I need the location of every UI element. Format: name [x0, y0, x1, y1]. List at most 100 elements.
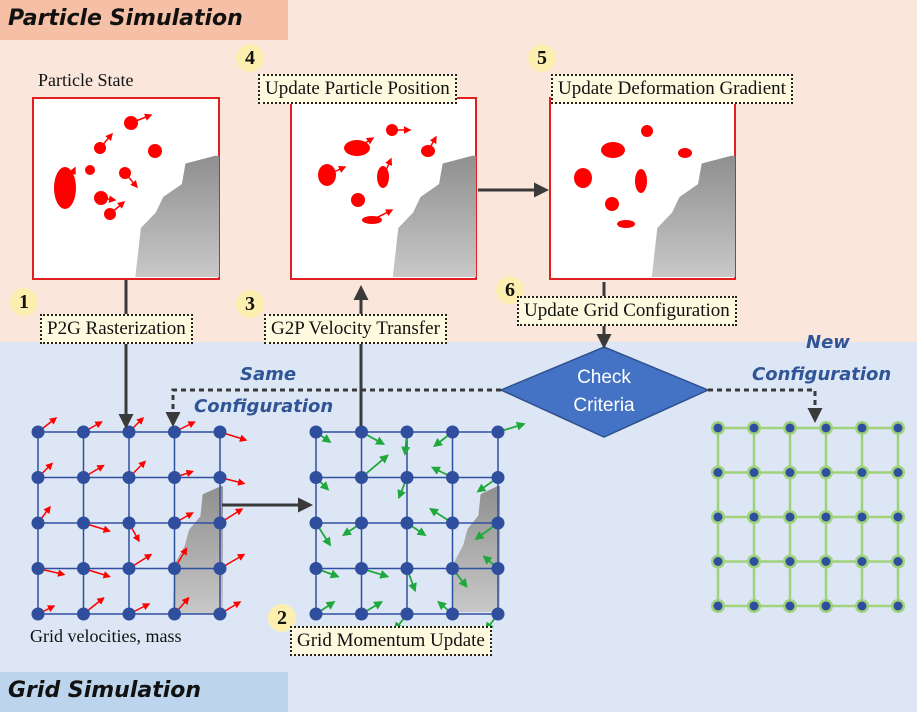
- state-velocity-arrow-2: [99, 132, 113, 149]
- momentum-grid-node-12: [355, 516, 368, 530]
- momentum-grid-node-3: [400, 425, 414, 439]
- step-3-badge: 3: [236, 290, 264, 318]
- velocity-grid-node-13: [122, 516, 136, 530]
- new-configuration-grid-node-15: [785, 512, 795, 522]
- check-criteria-line-1: Check: [577, 367, 631, 388]
- deformed-particle-4: [574, 168, 592, 188]
- new-configuration-line-2: Configuration: [752, 364, 892, 385]
- check-criteria-line-2: Criteria: [573, 395, 635, 416]
- new-configuration-grid-node-19: [713, 557, 723, 566]
- new-configuration-grid-node-24: [893, 557, 903, 566]
- step-5-label: Update Deformation Gradient: [551, 74, 793, 104]
- momentum-grid-node-1: [309, 425, 323, 439]
- momentum-grid-node-4: [446, 425, 459, 439]
- velocity-grid-node-21: [31, 607, 45, 621]
- velocity-grid-node-20: [213, 562, 227, 575]
- momentum-grid-node-15: [491, 516, 505, 530]
- deformed-particle-3: [678, 148, 692, 158]
- momentum-grid-node-8: [400, 471, 414, 484]
- velocity-grid-node-3: [122, 425, 136, 439]
- new-configuration-grid-node-14: [749, 512, 759, 522]
- state-velocity-arrow-5: [100, 195, 117, 203]
- step-2-label: Grid Momentum Update: [290, 626, 492, 656]
- velocity-grid-node-4: [168, 425, 181, 439]
- step-3-label: G2P Velocity Transfer: [264, 314, 447, 344]
- momentum-grid-node-13: [400, 516, 414, 530]
- new-configuration-grid-node-29: [857, 601, 867, 611]
- same-configuration-line-1: Same: [240, 364, 297, 385]
- velocity-grid-node-12: [77, 516, 90, 530]
- velocity-grid-node-1: [31, 425, 45, 439]
- new-configuration-grid-node-9: [785, 468, 795, 477]
- momentum-grid-node-20: [491, 562, 505, 575]
- new-configuration-grid-node-8: [749, 468, 759, 477]
- same-configuration-line-2: Configuration: [194, 396, 334, 417]
- momentum-grid-node-23: [400, 607, 414, 621]
- particle-simulation-header: Particle Simulation: [0, 0, 288, 40]
- velocity-grid-node-23: [122, 607, 136, 621]
- momentum-grid-node-10: [491, 471, 505, 484]
- grid-momentum-terrain: [451, 486, 500, 612]
- velocity-grid-node-9: [168, 471, 181, 484]
- moved-velocity-arrow-5: [382, 157, 392, 178]
- state-velocity-arrow-6: [124, 172, 138, 189]
- new-configuration-grid-node-6: [893, 423, 903, 433]
- momentum-grid-node-24: [446, 607, 459, 621]
- grid-caption: Grid velocities, mass: [30, 626, 182, 646]
- check-criteria-diamond: [499, 346, 710, 438]
- velocity-grid-node-5: [213, 425, 227, 439]
- grid-simulation-header: Grid Simulation: [0, 672, 288, 712]
- step-5-badge: 5: [528, 44, 556, 72]
- new-configuration-grid-node-4: [821, 423, 831, 433]
- velocity-grid-node-19: [168, 562, 181, 575]
- momentum-grid-node-17: [355, 562, 368, 575]
- step-1-label: P2G Rasterization: [40, 314, 193, 344]
- moved-velocity-arrow-4: [427, 135, 437, 152]
- state-particle-4: [148, 144, 162, 158]
- moved-velocity-arrow-7: [371, 209, 394, 221]
- state-velocity-arrow-1: [64, 166, 76, 189]
- velocity-grid-node-10: [213, 471, 227, 484]
- new-configuration-line-1: New: [806, 332, 850, 353]
- velocity-grid-node-2: [77, 425, 90, 439]
- moved-velocity-arrow-1: [326, 166, 347, 176]
- momentum-grid-node-21: [309, 607, 323, 621]
- new-configuration-grid-node-25: [713, 601, 723, 611]
- moved-velocity-arrow-2: [356, 137, 375, 149]
- velocity-grid-node-18: [122, 562, 136, 575]
- particle-position-panel-terrain: [392, 155, 476, 277]
- new-configuration-grid-node-27: [785, 601, 795, 611]
- arrow-new-configuration: [708, 388, 823, 423]
- momentum-grid-node-16: [309, 562, 323, 575]
- momentum-grid-node-7: [355, 471, 368, 484]
- velocity-grid-node-25: [213, 607, 227, 621]
- new-configuration-grid-node-10: [821, 468, 831, 477]
- new-configuration-grid-node-28: [821, 601, 831, 611]
- step-4-label: Update Particle Position: [258, 74, 457, 104]
- momentum-grid-node-2: [355, 425, 368, 439]
- velocity-grid-node-22: [77, 607, 90, 621]
- state-velocity-arrow-7: [109, 201, 126, 215]
- new-configuration-grid-node-22: [821, 557, 831, 566]
- momentum-grid-node-25: [491, 607, 505, 621]
- velocity-grid-node-11: [31, 516, 45, 530]
- momentum-grid-node-18: [400, 562, 414, 575]
- momentum-grid-node-14: [446, 516, 459, 530]
- particle-state-panel-terrain: [135, 155, 219, 277]
- new-configuration-grid-node-13: [713, 512, 723, 522]
- new-configuration-grid-node-2: [749, 423, 759, 433]
- velocity-grid-node-17: [77, 562, 90, 575]
- deformed-particle-7: [617, 220, 635, 228]
- new-configuration-grid-node-20: [749, 557, 759, 566]
- check-criteria-text: Check Criteria: [544, 364, 664, 420]
- step-6-label: Update Grid Configuration: [517, 296, 737, 326]
- velocity-grid-node-7: [77, 471, 90, 484]
- grid-velocity-terrain: [172, 486, 223, 614]
- state-particle-8: [85, 165, 95, 175]
- momentum-grid-node-19: [446, 562, 459, 575]
- new-configuration-grid-node-5: [857, 423, 867, 433]
- state-velocity-arrow-3: [130, 113, 153, 124]
- velocity-grid-node-16: [31, 562, 45, 575]
